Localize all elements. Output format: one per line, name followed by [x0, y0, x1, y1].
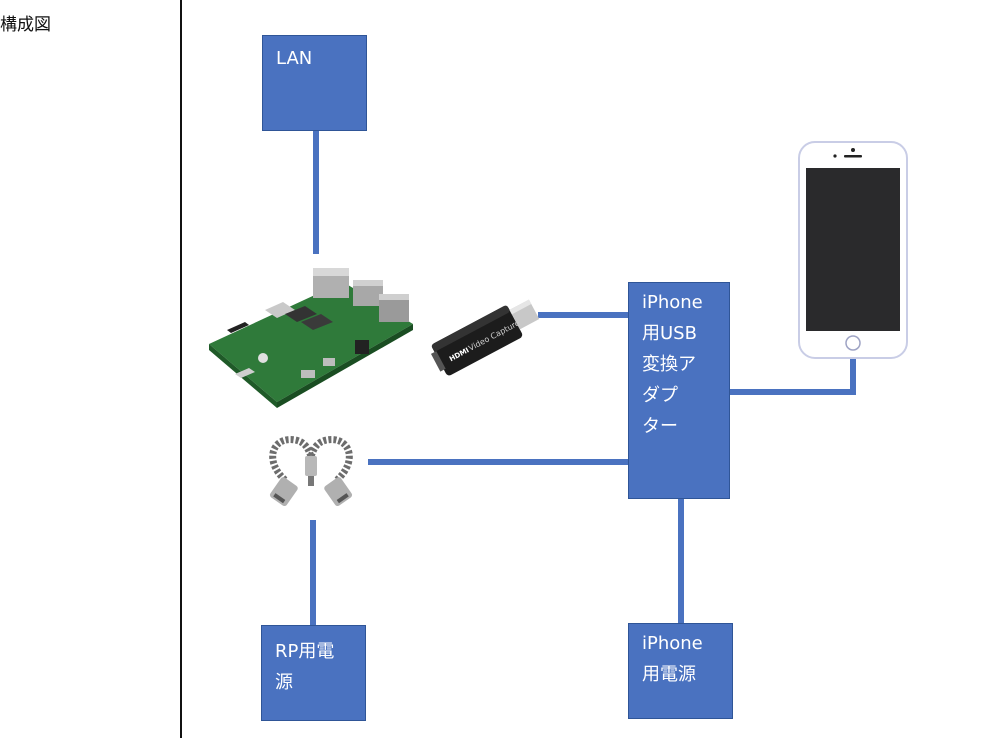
line-cable-to-adapter: [368, 459, 630, 465]
rp-power-box: RP用電 源: [261, 625, 366, 721]
lan-box: LAN: [262, 35, 367, 131]
line-adapter-to-iphone-power: [678, 498, 684, 624]
line-cable-to-rp-power: [310, 520, 316, 626]
line-adapter-to-iphone-v: [850, 356, 856, 395]
lan-label: LAN: [276, 48, 313, 69]
usb-c-splitter-cable-icon: [269, 436, 353, 507]
raspberry-pi-board-icon: [209, 268, 413, 408]
iphone-power-label: iPhone 用電源: [642, 633, 703, 685]
line-adapter-to-iphone-h: [728, 389, 856, 395]
column-divider: [180, 0, 182, 738]
iphone-icon: [798, 141, 908, 359]
usb-adapter-box: iPhone 用USB 変換ア ダプ ター: [628, 282, 730, 499]
rp-power-label: RP用電 源: [275, 641, 335, 693]
line-capture-to-adapter: [538, 312, 630, 318]
iphone-power-box: iPhone 用電源: [628, 623, 733, 719]
line-lan-to-raspberry-pi: [313, 130, 319, 254]
page-title: 構成図: [0, 15, 51, 35]
video-capture-device-icon: Video Capture HDMI: [430, 299, 540, 376]
usb-adapter-label: iPhone 用USB 変換ア ダプ ター: [642, 292, 703, 437]
